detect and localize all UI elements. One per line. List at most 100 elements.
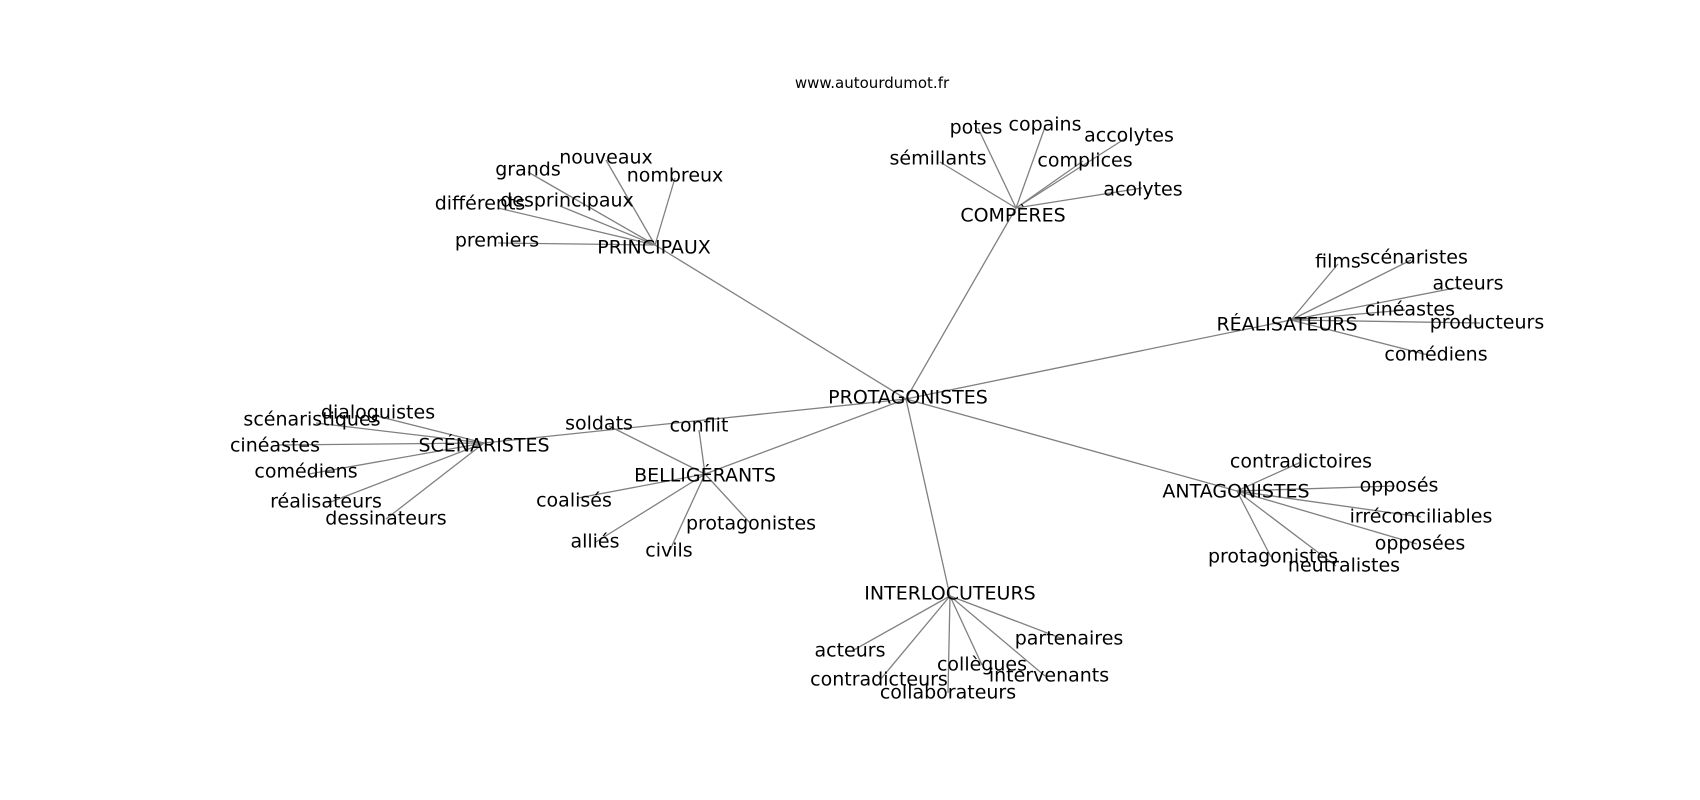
word-label-interlocuteurs-acteurs: acteurs [815,640,886,662]
word-label-realisateurs-scenaristes: scénaristes [1360,247,1468,269]
word-label-comperes-potes: potes [950,117,1003,139]
hub-label-principaux: PRINCIPAUX [597,237,711,259]
edge-scenaristes-cineastes [276,442,485,446]
edge-antagonistes-irreconciliables [1236,490,1422,518]
word-label-principaux-nombreux: nombreux [627,165,724,187]
word-label-scenaristes-dessinateurs: dessinateurs [325,508,446,530]
edge-interlocuteurs-contradicteurs [879,595,951,681]
edge-center-interlocuteurs [905,398,951,597]
hub-label-comperes: COMPÈRES [960,204,1065,227]
edge-scenaristes-comediens [308,442,485,475]
edge-belligerants-protagonistes [704,473,752,525]
edge-center-belligerants [704,398,907,475]
edge-antagonistes-protagonistes [1236,490,1272,558]
edge-belligerants-civils [669,473,706,551]
hub-label-antagonistes: ANTAGONISTES [1162,481,1309,503]
word-label-interlocuteurs-intervenants: intervenants [989,665,1109,687]
hub-label-realisateurs: RÉALISATEURS [1216,313,1357,336]
edge-principaux-differents [497,207,656,246]
word-label-belligerants-coalises: coalisés [536,490,612,512]
edge-scenaristes-dessinateurs [385,442,485,520]
word-label-scenaristes-cineastes: cinéastes [230,435,320,457]
edge-realisateurs-producteurs [1290,319,1481,324]
word-label-antagonistes-irreconciliables: irréconciliables [1350,506,1493,528]
edge-comperes-copains [1015,126,1046,209]
word-label-belligerants-allies: alliés [570,531,619,553]
word-label-antagonistes-contradictoires: contradictoires [1230,451,1372,473]
edge-antagonistes-opposes [1236,485,1396,492]
center-label-protagonistes: PROTAGONISTES [828,387,988,409]
word-label-scenaristes-scenaristiques: scénaristiques [243,409,380,431]
labels: grandsnouveauxnombreuxdifférentsdesprinc… [230,114,1544,704]
edge-scenaristes-dialoguistes [372,414,485,444]
edge-interlocuteurs-collaborateurs [947,595,951,694]
hub-label-belligerants: BELLIGÉRANTS [634,464,776,487]
edges [276,126,1481,694]
word-label-realisateurs-acteurs: acteurs [1433,273,1504,295]
edge-scenaristes-realisateurs [327,442,485,504]
word-label-principaux-premiers: premiers [455,230,539,252]
edge-belligerants-coalises [577,473,706,499]
edge-principaux-nouveaux [605,159,656,246]
word-label-interlocuteurs-collaborateurs: collaborateurs [880,682,1016,704]
word-label-principaux-differents: différents [435,193,526,215]
word-label-antagonistes-protagonistes: protagonistes [1208,546,1338,568]
edge-interlocuteurs-acteurs [851,595,951,652]
edge-comperes-semillants [939,161,1017,209]
word-label-principaux-nouveaux: nouveaux [559,147,653,169]
word-label-belligerants-soldats: soldats [565,413,633,435]
word-label-scenaristes-realisateurs: réalisateurs [270,491,382,513]
word-label-realisateurs-producteurs: producteurs [1430,312,1545,334]
word-label-belligerants-conflit: conflit [670,415,729,437]
edge-antagonistes-neutralistes [1236,490,1337,567]
word-label-realisateurs-cineastes: cinéastes [1365,299,1455,321]
edge-comperes-complices [1015,160,1084,209]
edge-scenaristes-scenaristiques [315,422,485,444]
edge-belligerants-soldats [608,425,706,475]
edge-comperes-accolytes [1015,137,1127,209]
word-label-realisateurs-comediens: comédiens [1384,344,1487,366]
word-label-interlocuteurs-partenaires: partenaires [1015,628,1124,650]
edge-center-comperes [905,207,1017,400]
word-label-comperes-complices: complices [1037,150,1132,172]
edge-interlocuteurs-collegues [949,595,983,666]
edge-interlocuteurs-partenaires [949,595,1064,640]
edge-antagonistes-contradictoires [1236,461,1302,492]
edge-antagonistes-opposees [1236,490,1418,545]
word-label-belligerants-protagonistes: protagonistes [686,513,816,535]
word-label-comperes-semillants: sémillants [890,148,987,170]
edge-belligerants-allies [595,473,706,543]
edge-center-principaux [654,244,907,400]
edge-center-antagonistes [905,398,1238,492]
edge-principaux-desprincipaux [559,205,656,246]
hub-label-scenaristes: SCÉNARISTES [418,434,549,457]
edge-realisateurs-comediens [1290,319,1429,356]
word-label-antagonistes-opposes: opposés [1360,475,1439,497]
edge-belligerants-conflit [698,429,706,475]
edge-center-scenaristes [483,398,907,444]
source-label: www.autourdumot.fr [795,74,950,92]
word-label-comperes-copains: copains [1009,114,1082,136]
edge-realisateurs-films [1290,263,1339,321]
word-label-realisateurs-films: films [1315,251,1361,273]
word-label-principaux-grands: grands [495,159,561,181]
word-label-belligerants-civils: civils [645,540,692,562]
edge-principaux-grands [527,171,656,246]
word-label-interlocuteurs-collegues: collègues [937,654,1027,676]
word-label-antagonistes-neutralistes: neutralistes [1288,555,1400,577]
hub-label-interlocuteurs: INTERLOCUTEURS [864,583,1035,605]
edge-interlocuteurs-intervenants [949,595,1046,677]
word-label-comperes-acolytes: acolytes [1103,179,1182,201]
edge-realisateurs-scenaristes [1290,259,1412,321]
word-label-comperes-accolytes: accolytes [1084,125,1174,147]
edge-realisateurs-cineastes [1290,309,1406,321]
edge-principaux-nombreux [654,177,676,246]
edge-principaux-premiers [497,242,656,246]
edge-realisateurs-acteurs [1290,286,1461,321]
word-label-antagonistes-opposees: opposées [1375,533,1466,555]
edge-center-realisateurs [905,319,1292,400]
word-label-interlocuteurs-contradicteurs: contradicteurs [810,669,948,691]
edge-comperes-acolytes [1015,187,1143,209]
